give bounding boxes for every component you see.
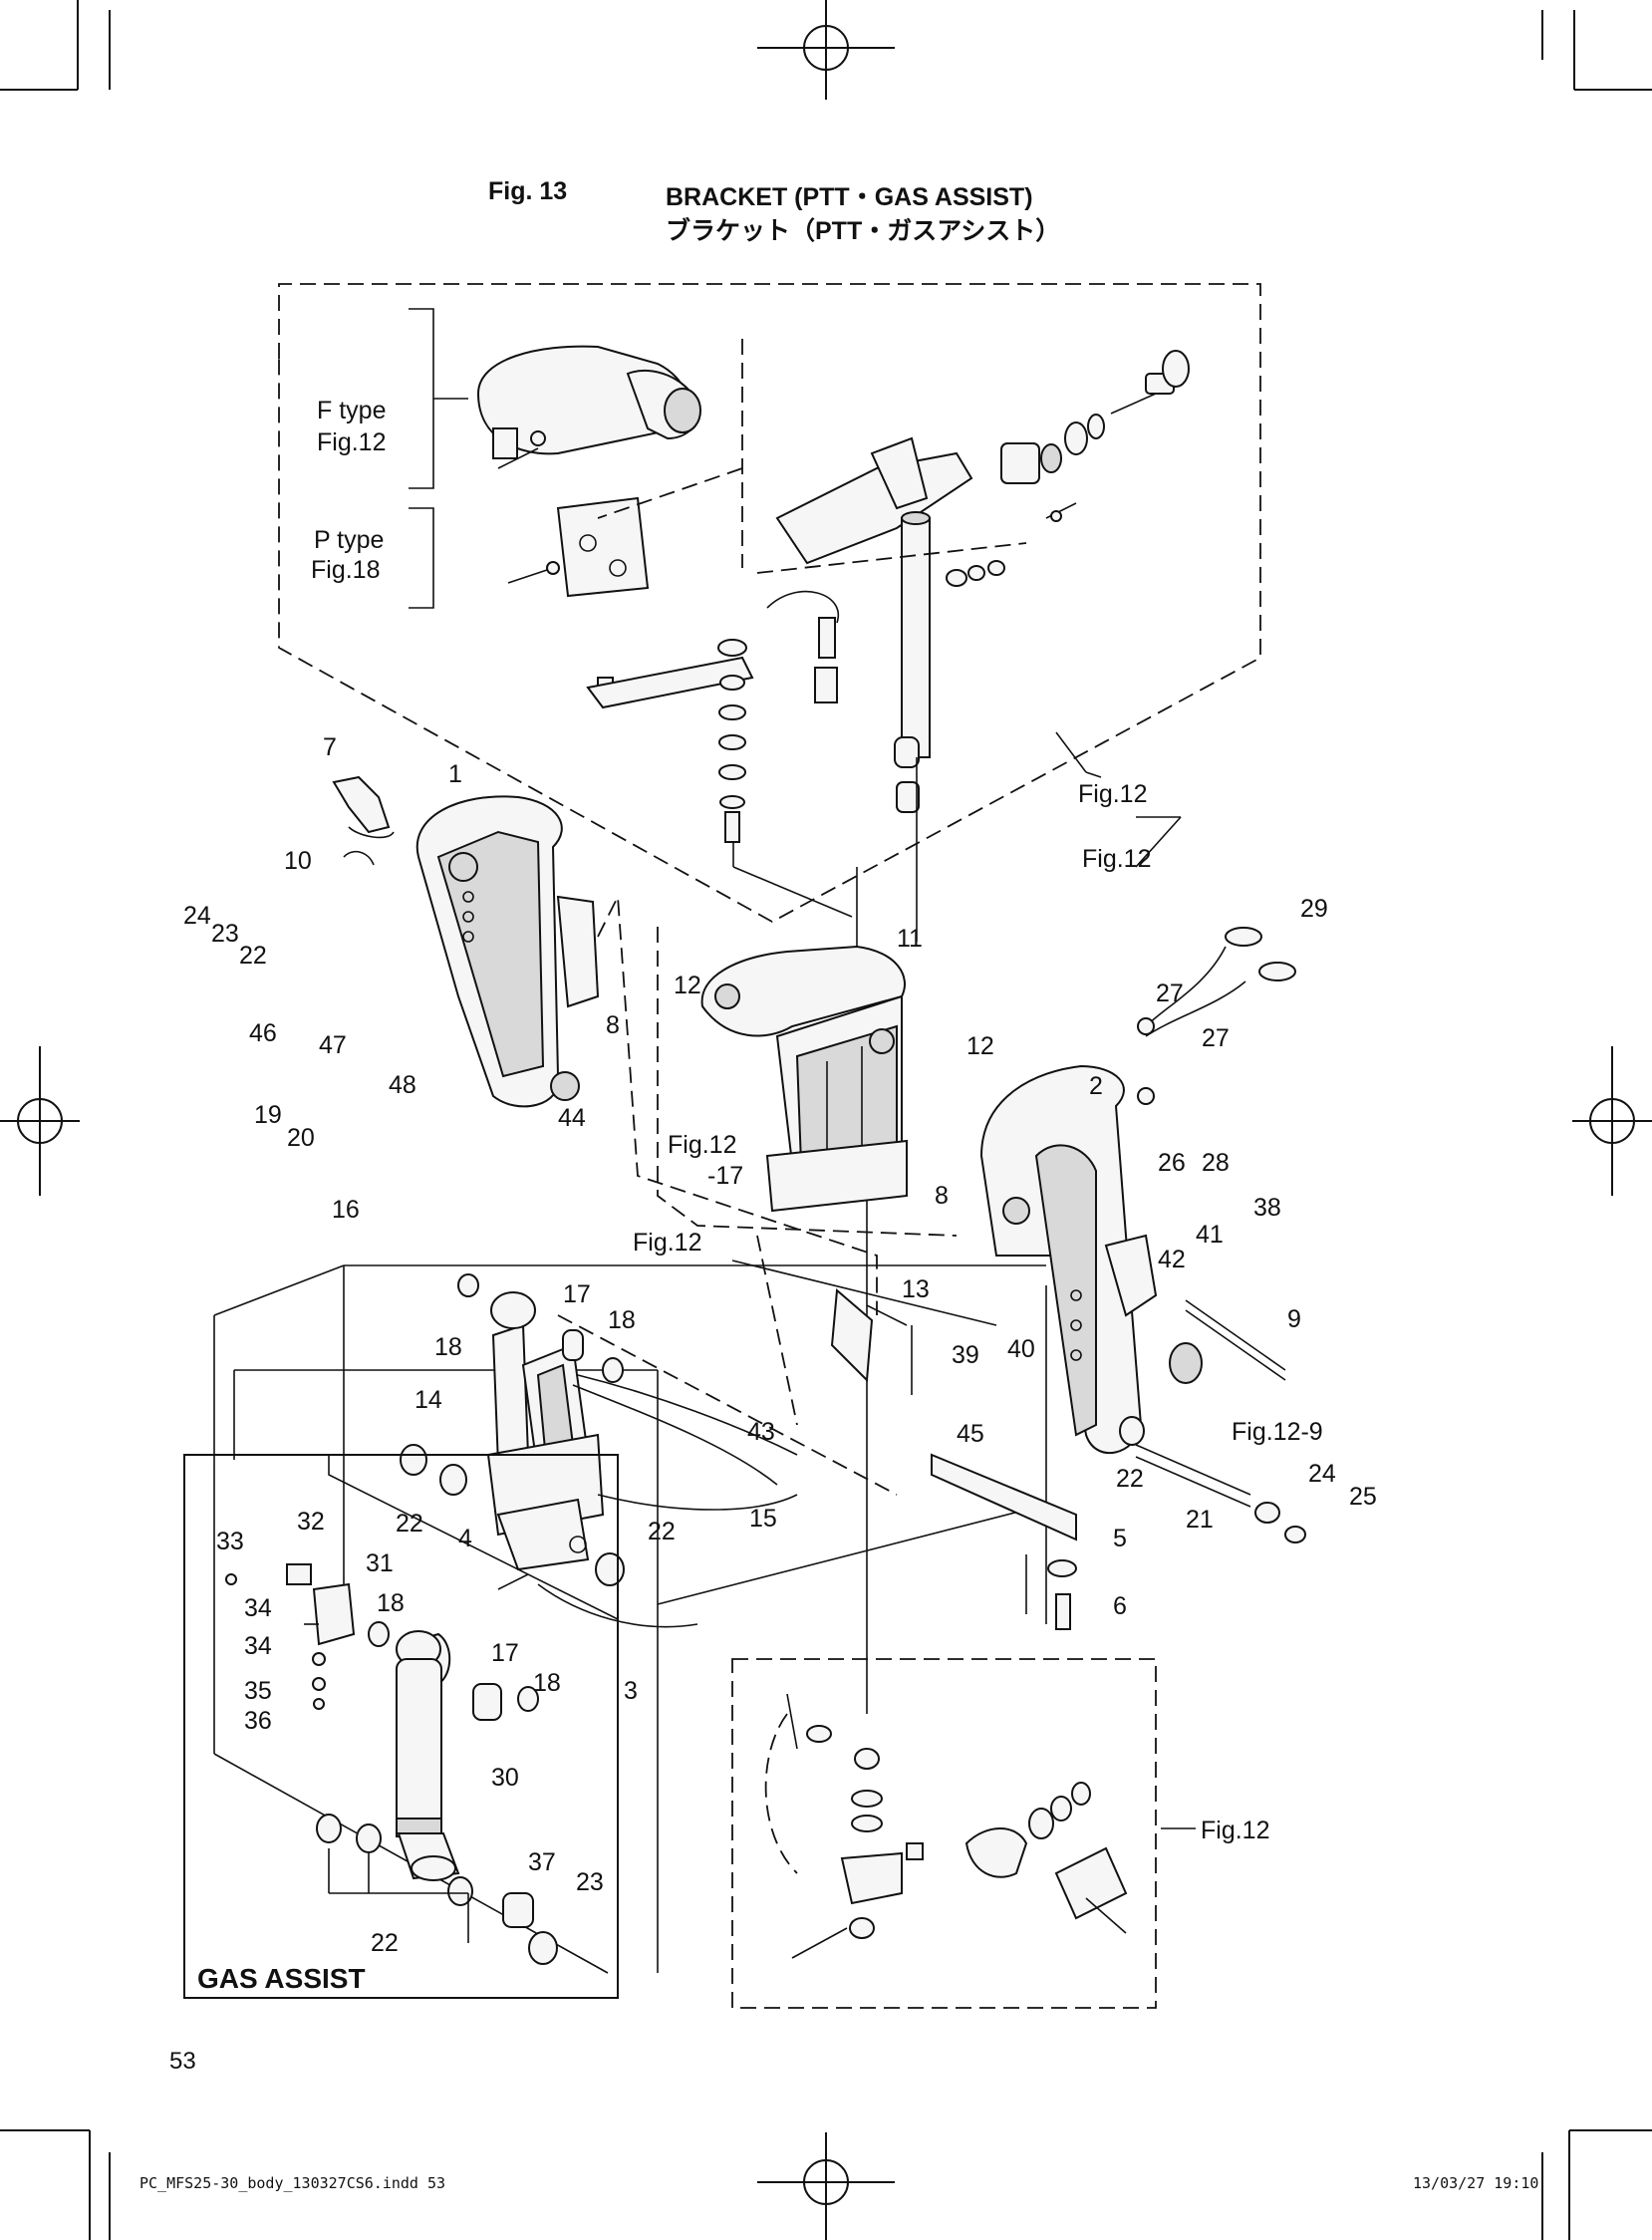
stern-bracket-right <box>731 927 1306 1630</box>
callout-8: 8 <box>606 1011 620 1039</box>
footer-filename: PC_MFS25-30_body_130327CS6.indd 53 <box>139 2174 446 2192</box>
callout-27b: 28 <box>1202 1149 1230 1177</box>
swivel-assembly-region <box>278 283 1261 924</box>
callout-29: 30 <box>491 1764 519 1792</box>
callout-22: 22 <box>239 942 267 970</box>
ptt-unit <box>400 1273 798 1628</box>
callout-23: 23 <box>211 920 239 948</box>
figure-number: Fig. 13 <box>488 177 568 205</box>
gas-assist-inset <box>183 1454 619 1999</box>
fig-ref-12-9: Fig.12-9 <box>1232 1418 1323 1446</box>
callout-18: 18 <box>434 1333 462 1361</box>
callout-27: 27 <box>1202 1024 1230 1052</box>
callout-43: 44 <box>558 1104 586 1132</box>
f-type-label: F type <box>317 397 386 424</box>
callout-30: 31 <box>366 1549 394 1577</box>
lower-fig12-inset <box>731 1658 1196 2009</box>
part-callouts: 1 2 3 4 5 6 7 8 8 9 10 11 12 12 13 14 15… <box>183 733 1377 1957</box>
callout-39: 40 <box>1007 1335 1035 1363</box>
callout-40: 41 <box>1196 1221 1224 1249</box>
callout-42: 43 <box>747 1418 775 1446</box>
callout-18d: 18 <box>533 1669 561 1697</box>
callout-47: 48 <box>389 1071 416 1099</box>
callout-33: 34 <box>244 1594 272 1622</box>
callout-20: 20 <box>287 1124 315 1152</box>
callout-24: 24 <box>183 902 211 930</box>
callout-31: 32 <box>297 1508 325 1536</box>
callout-22e: 22 <box>371 1929 399 1957</box>
callout-18b: 18 <box>608 1306 636 1334</box>
p-type-fig-label: Fig.18 <box>311 556 380 584</box>
callout-36: 37 <box>528 1848 556 1876</box>
callout-22f: 23 <box>576 1868 604 1896</box>
figure-title-japanese: ブラケット（PTT・ガスアシスト） <box>666 217 1061 245</box>
swivel-bracket-center <box>700 945 908 1213</box>
fig-ref-harness: Fig.12 <box>1082 845 1151 873</box>
callout-10: 10 <box>284 847 312 875</box>
gas-assist-label: GAS ASSIST <box>197 1963 366 1994</box>
fig-ref-lower-inset: Fig.12 <box>1201 1817 1269 1844</box>
callout-45: 46 <box>249 1019 277 1047</box>
callout-34: 34 <box>244 1632 272 1660</box>
callout-12: 12 <box>674 972 701 999</box>
callout-26: 27 <box>1156 980 1184 1007</box>
callout-18c: 18 <box>377 1589 405 1617</box>
callout-1: 1 <box>448 760 462 788</box>
callout-13: 13 <box>902 1275 930 1303</box>
callout-22b: 22 <box>396 1510 423 1538</box>
callout-46: 47 <box>319 1031 347 1059</box>
p-type-label: P type <box>314 526 384 554</box>
callout-8b: 8 <box>935 1182 949 1210</box>
callout-38: 39 <box>952 1341 979 1369</box>
callout-35: 36 <box>244 1707 272 1735</box>
callout-7: 7 <box>323 733 337 761</box>
callout-23b: 24 <box>1308 1460 1336 1488</box>
callout-22c: 22 <box>648 1518 676 1545</box>
callout-14: 14 <box>414 1386 442 1414</box>
callout-28: 29 <box>1300 895 1328 923</box>
callout-37: 38 <box>1253 1194 1281 1222</box>
callout-24b: 25 <box>1349 1483 1377 1511</box>
fig-ref-stay: Fig.12 <box>633 1229 701 1257</box>
fig-ref-17-line2: -17 <box>707 1162 743 1190</box>
callout-5: 5 <box>1113 1525 1127 1552</box>
callout-34b: 35 <box>244 1677 272 1705</box>
figure-references: Fig.12 Fig.12 Fig.12 Fig.12 -17 Fig.12-9… <box>197 397 1323 1994</box>
callout-15: 15 <box>749 1505 777 1533</box>
footer-timestamp: 13/03/27 19:10 <box>1413 2174 1539 2192</box>
callout-9: 9 <box>1287 1305 1301 1333</box>
callout-17b: 17 <box>491 1639 519 1667</box>
callout-16: 16 <box>332 1196 360 1224</box>
callout-21: 21 <box>1186 1506 1214 1534</box>
callout-4: 4 <box>458 1525 472 1552</box>
callout-41: 42 <box>1158 1246 1186 1273</box>
callout-25: 26 <box>1158 1149 1186 1177</box>
callout-44: 45 <box>957 1420 984 1448</box>
callout-6: 6 <box>1113 1592 1127 1620</box>
fig-ref-upper: Fig.12 <box>1078 780 1147 808</box>
stern-bracket-left <box>332 775 600 1108</box>
fig-ref-17-line1: Fig.12 <box>668 1131 736 1159</box>
page-number: 53 <box>169 2048 196 2075</box>
f-type-fig-label: Fig.12 <box>317 428 386 456</box>
figure-title: BRACKET (PTT・GAS ASSIST) <box>666 183 1033 211</box>
callout-3: 3 <box>624 1677 638 1705</box>
callout-19: 19 <box>254 1101 282 1129</box>
callout-17: 17 <box>563 1280 591 1308</box>
callout-2: 2 <box>1089 1072 1103 1100</box>
callout-12b: 12 <box>966 1032 994 1060</box>
callout-32: 33 <box>216 1528 244 1555</box>
callout-22d: 22 <box>1116 1465 1144 1493</box>
callout-11: 11 <box>897 925 923 953</box>
